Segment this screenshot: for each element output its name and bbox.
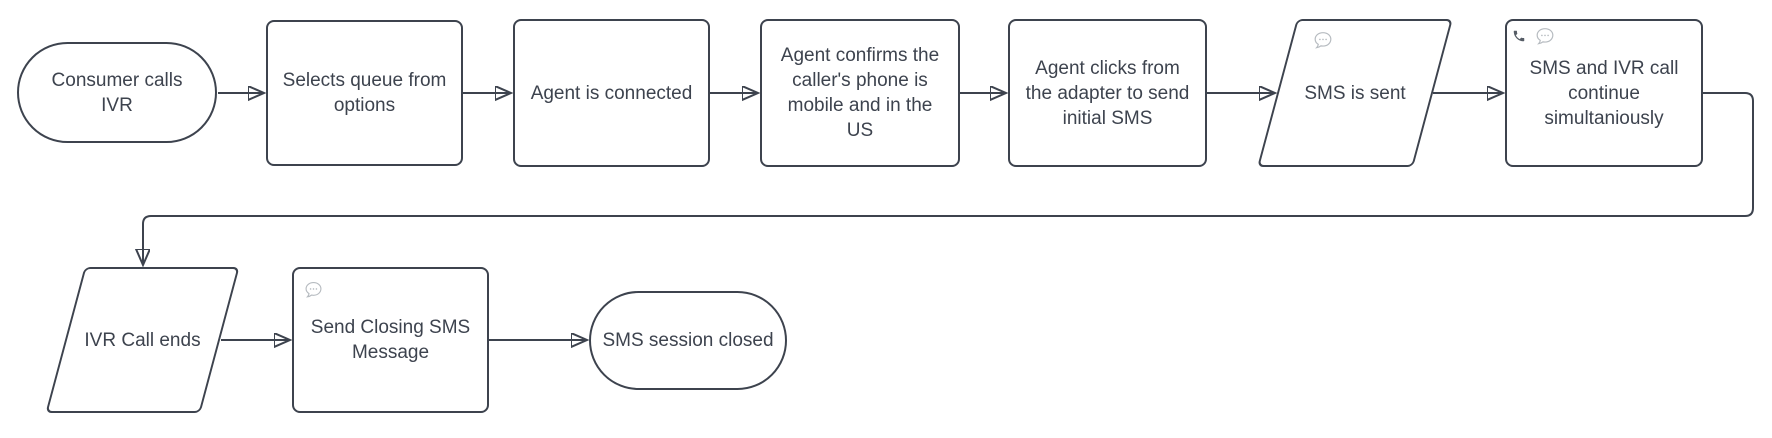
- phone-icon: [1513, 30, 1525, 42]
- node-label: Agent is connected: [530, 82, 693, 104]
- node-label: SMS session closed: [602, 330, 774, 351]
- terminator-shape: [17, 42, 217, 143]
- node-label: Selects queue from options: [282, 70, 447, 116]
- node-label: SMS and IVR call continue simultaniously: [1529, 57, 1679, 129]
- node-label: Consumer calls IVR: [51, 69, 183, 116]
- node-agent-confirms[interactable]: Agent confirms the caller's phone is mob…: [760, 19, 960, 167]
- node-selects-queue[interactable]: Selects queue from options: [266, 20, 463, 166]
- edge-arrows: [143, 92, 1754, 340]
- node-agent-connected[interactable]: Agent is connected: [513, 19, 710, 167]
- node-label: SMS is sent: [1304, 82, 1406, 104]
- chat-bubble-icon: [1314, 32, 1332, 49]
- process-shape: [513, 19, 710, 167]
- node-label: Agent clicks from the adapter to send in…: [1025, 57, 1190, 129]
- chat-bubble-icon: [1536, 28, 1554, 45]
- process-shape: [760, 19, 960, 167]
- node-ivr-call-ends[interactable]: IVR Call ends: [45, 267, 240, 413]
- node-icons: [1512, 27, 1555, 46]
- chat-bubble-icon: [305, 282, 322, 298]
- process-shape: [292, 267, 489, 413]
- process-shape: [266, 20, 463, 166]
- terminator-shape: [589, 291, 787, 390]
- node-sms-ivr-continue[interactable]: SMS and IVR call continue simultaniously: [1505, 19, 1703, 167]
- edge-continue-to-callends: [143, 92, 1754, 265]
- node-label: IVR Call ends: [84, 329, 201, 351]
- node-send-closing-sms[interactable]: Send Closing SMS Message: [292, 267, 489, 413]
- node-sms-sent[interactable]: SMS is sent: [1257, 19, 1453, 167]
- process-shape: [1008, 19, 1207, 167]
- node-icons: [304, 281, 323, 299]
- node-consumer-calls-ivr[interactable]: Consumer calls IVR: [17, 42, 217, 143]
- node-agent-clicks[interactable]: Agent clicks from the adapter to send in…: [1008, 19, 1207, 167]
- node-icons: [1313, 31, 1333, 50]
- node-label: Agent confirms the caller's phone is mob…: [780, 45, 940, 141]
- node-sms-session-closed[interactable]: SMS session closed: [589, 291, 787, 390]
- node-label: Send Closing SMS Message: [310, 317, 471, 363]
